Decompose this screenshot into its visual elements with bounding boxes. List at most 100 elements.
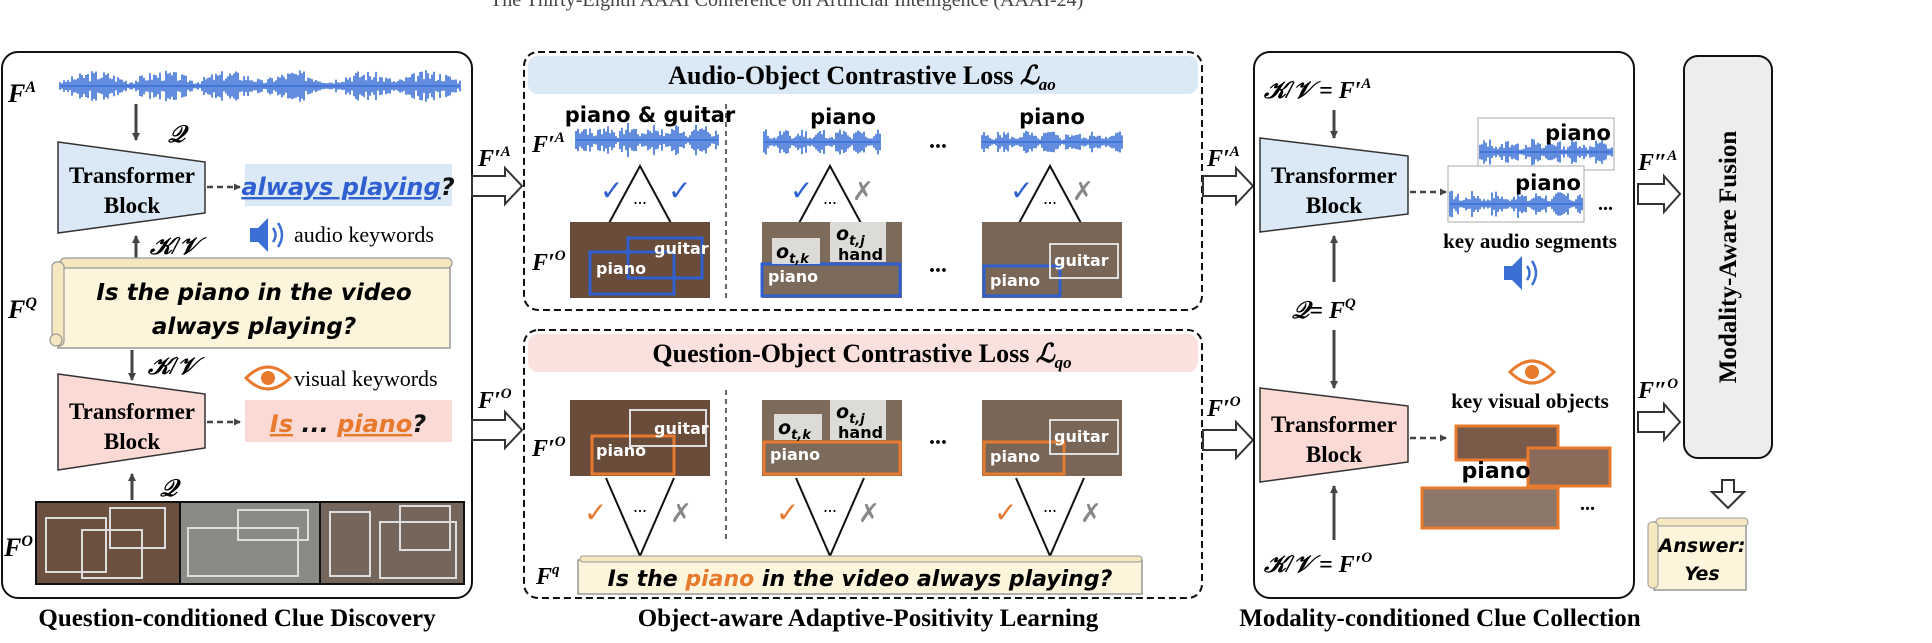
label-FppO: F″O [1637, 376, 1678, 404]
frame-audio-1: piano guitar [570, 222, 710, 298]
left-caption: Question-conditioned Clue Discovery [38, 605, 436, 632]
label-KV-bottom: 𝒦/𝒱 [147, 354, 205, 380]
eye-icon-right [1507, 359, 1557, 385]
label-Fq: Fq [535, 562, 560, 590]
modality-aware-fusion-box [1683, 55, 1773, 459]
ellipsis-a2: ... [823, 188, 837, 208]
transformer-block-visual-right [1259, 387, 1409, 483]
question-object-title-box [528, 334, 1198, 372]
check-a3: ✓ [1010, 174, 1033, 207]
visual-keywords-label: visual keywords [294, 366, 438, 391]
transformer-visual-line2: Block [104, 429, 160, 454]
answer-line2: Yes [1684, 563, 1720, 585]
key-visual-piano-label: piano [1462, 459, 1531, 484]
wave-label-piano-guitar: piano & guitar [565, 103, 736, 127]
eye-icon [243, 365, 293, 391]
svg-text:hand: hand [838, 423, 883, 442]
transformer-audio-line1: Transformer [69, 163, 195, 188]
ellipsis-question-frames: ... [929, 424, 947, 450]
label-KV-top: 𝒦/𝒱 [149, 234, 207, 260]
svg-text:guitar: guitar [1054, 427, 1109, 446]
ellipsis-audio-1: ... [929, 128, 947, 154]
key-wave-label-2: piano [1515, 171, 1581, 195]
wave-label-piano-2: piano [810, 105, 876, 129]
middle-caption: Object-aware Adaptive-Positivity Learnin… [638, 605, 1099, 632]
triangle-audio-2 [797, 163, 863, 226]
triangle-audio-3 [1017, 163, 1083, 226]
frame-question-1: piano guitar [570, 400, 710, 476]
ellipsis-q2: ... [823, 496, 837, 516]
transformer-block-audio-right [1259, 137, 1409, 233]
label-KV-FpO: 𝒦/𝒱 = F′O [1263, 550, 1372, 578]
speaker-icon [250, 218, 284, 252]
label-Q-bottom: 𝒬 [160, 476, 181, 502]
key-visual-objects [1420, 424, 1612, 530]
ellipsis-a1: ... [633, 188, 647, 208]
svg-text:ot,k: ot,k [778, 417, 812, 443]
svg-text:ot,j: ot,j [836, 223, 865, 249]
transformer-audio-right-line1: Transformer [1271, 163, 1397, 188]
key-audio-label: key audio segments [1443, 229, 1617, 253]
ellipsis-audio-frames: ... [929, 252, 947, 278]
key-audio-wave-1 [1477, 117, 1615, 171]
label-FpO-q: F′O [531, 434, 566, 462]
label-Q-top: 𝒬 [168, 122, 189, 148]
audio-output-text: always playing? [241, 173, 454, 201]
svg-text:piano: piano [596, 441, 646, 460]
label-FpA-left: F′A [477, 144, 511, 172]
svg-text:piano: piano [770, 445, 820, 464]
hollow-arrow-audio-right [1202, 165, 1255, 207]
transformer-visual-right-line2: Block [1306, 442, 1362, 467]
question-line2: always playing? [152, 314, 356, 340]
right-caption: Modality-conditioned Clue Collection [1239, 605, 1640, 632]
transformer-block-audio [57, 141, 206, 234]
audio-keywords-label: audio keywords [294, 222, 434, 247]
question-bar-text: Is the piano in the video always playing… [608, 567, 1113, 592]
label-FpO-mid: F′O [531, 248, 566, 276]
speaker-icon-right [1504, 256, 1538, 290]
svg-text:ot,k: ot,k [776, 241, 810, 267]
svg-text:guitar: guitar [654, 419, 709, 438]
ellipsis-q1: ... [633, 496, 647, 516]
transformer-audio-right-line2: Block [1306, 193, 1362, 218]
answer-scroll [1647, 517, 1749, 591]
svg-text:piano: piano [768, 267, 818, 286]
visual-output-box [245, 400, 452, 442]
ellipsis-a3: ... [1043, 188, 1057, 208]
audio-output-box [245, 164, 452, 206]
frame-question-2: ot,k ot,j hand piano [762, 400, 902, 476]
hollow-arrow-visual-left [471, 409, 524, 451]
transformer-audio-line2: Block [104, 193, 160, 218]
audio-waveform-3 [981, 130, 1123, 154]
audio-waveform-2 [763, 129, 881, 155]
svg-text:hand: hand [838, 245, 883, 264]
key-wave-label-1: piano [1545, 121, 1611, 145]
hollow-arrow-down-answer [1709, 479, 1747, 510]
answer-line1: Answer: [1657, 535, 1746, 557]
question-scroll [49, 257, 453, 349]
question-object-title: Question-Object Contrastive Loss ℒqo [652, 339, 1071, 372]
check-a1-right: ✓ [668, 174, 691, 207]
label-FpA-right-in: F′A [1206, 144, 1240, 172]
question-bar [577, 559, 1143, 595]
cross-q1: ✗ [670, 499, 692, 529]
svg-text:ot,j: ot,j [836, 401, 865, 427]
label-FpA-mid: F′A [531, 130, 565, 158]
hollow-arrow-audio-left [471, 165, 524, 207]
label-FppA: F″A [1637, 148, 1677, 176]
label-FO: FO [3, 533, 33, 562]
label-FA: FA [7, 79, 36, 108]
label-FpO-right-in: F′O [1206, 394, 1241, 422]
conference-header: The Thirty-Eighth AAAI Conference on Art… [490, 0, 1083, 11]
transformer-visual-line1: Transformer [69, 399, 195, 424]
svg-text:guitar: guitar [654, 239, 709, 258]
hollow-arrow-visual-right [1202, 419, 1255, 461]
visual-output-text: Is ... piano? [270, 410, 426, 438]
label-FQ: FQ [7, 295, 37, 324]
label-Q-FQ: 𝒬= FQ [1292, 296, 1356, 324]
wave-label-piano-3: piano [1019, 105, 1085, 129]
cross-q2: ✗ [858, 499, 880, 529]
ellipsis-key-audio: ... [1598, 193, 1613, 215]
video-frames-strip [35, 501, 465, 585]
